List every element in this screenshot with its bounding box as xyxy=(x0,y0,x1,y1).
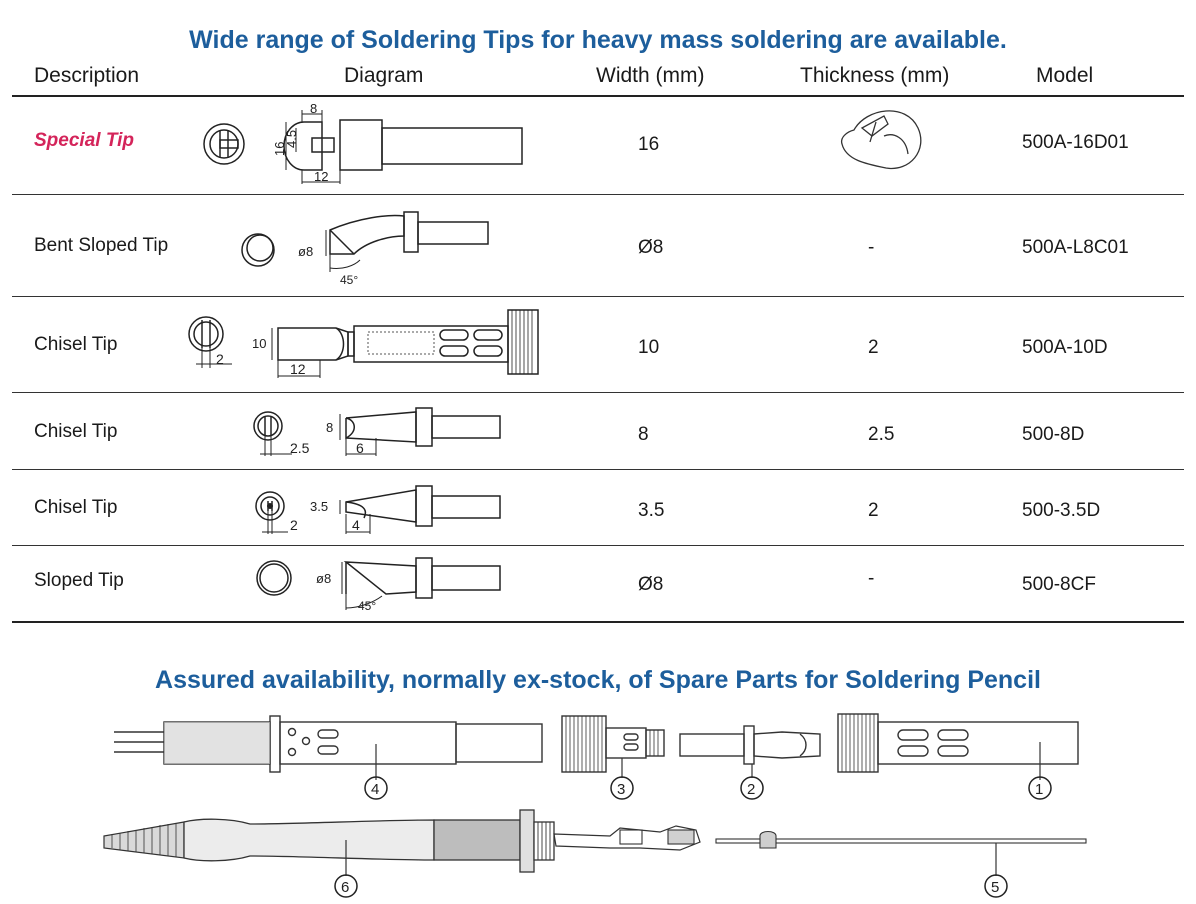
row-2-model: 500A-L8C01 xyxy=(1022,237,1129,258)
chisel-tip-35-diagram: 2 3.5 4 xyxy=(255,485,501,534)
part-2-tip: 2 xyxy=(679,725,821,800)
row-4-thickness: 2.5 xyxy=(868,424,895,445)
row-6-width: Ø8 xyxy=(638,574,664,595)
row-3-model: 500A-10D xyxy=(1022,337,1108,358)
special-dim-c: 4.5 xyxy=(284,130,299,148)
header-model: Model xyxy=(1036,64,1094,87)
row-1-model: 500A-16D01 xyxy=(1022,132,1129,153)
special-tip-sketch xyxy=(840,110,922,170)
chisel8-dim-b: 8 xyxy=(326,420,333,435)
special-dim-d: 12 xyxy=(314,169,328,184)
header-diagram: Diagram xyxy=(344,64,424,87)
bent-dim-b: 45° xyxy=(340,273,358,287)
spare-parts-section-title: Assured availability, normally ex-stock,… xyxy=(155,666,1041,694)
chisel10-dim-a: 2 xyxy=(216,351,224,367)
header-thickness: Thickness (mm) xyxy=(800,64,950,87)
tips-section-title: Wide range of Soldering Tips for heavy m… xyxy=(189,26,1007,54)
row-divider xyxy=(12,194,1184,195)
special-dim-b: 16 xyxy=(272,142,287,156)
row-3-thickness: 2 xyxy=(868,337,879,358)
sloped-dim-b: 45° xyxy=(358,599,376,613)
sloped-dim-a: ø8 xyxy=(316,571,331,586)
chisel35-dim-b: 3.5 xyxy=(310,499,328,514)
chisel-tip-10-diagram: 2 10 12 xyxy=(188,309,539,378)
row-divider xyxy=(12,296,1184,297)
row-2-width: Ø8 xyxy=(638,237,664,258)
row-5-model: 500-3.5D xyxy=(1022,500,1101,521)
part-1-label: 1 xyxy=(1035,781,1043,798)
row-3-description: Chisel Tip xyxy=(34,334,118,355)
row-6-thickness: - xyxy=(868,568,875,589)
sloped-tip-diagram: ø8 45° xyxy=(256,557,501,613)
spare-parts-diagram: 4 3 2 xyxy=(103,713,1087,898)
row-4-width: 8 xyxy=(638,424,649,445)
part-2-label: 2 xyxy=(747,781,755,798)
row-4-description: Chisel Tip xyxy=(34,421,118,442)
row-2-thickness: - xyxy=(868,237,875,258)
part-1-barrel: 1 xyxy=(837,713,1079,800)
chisel8-dim-a: 2.5 xyxy=(290,440,310,456)
part-3-label: 3 xyxy=(617,781,625,798)
chisel10-dim-c: 12 xyxy=(290,361,306,377)
chisel35-dim-c: 4 xyxy=(352,517,360,533)
part-3-sleeve: 3 xyxy=(561,715,665,800)
row-5-thickness: 2 xyxy=(868,500,879,521)
row-1-description: Special Tip xyxy=(34,130,134,151)
row-5-description: Chisel Tip xyxy=(34,497,118,518)
row-6-model: 500-8CF xyxy=(1022,574,1096,595)
special-dim-a: 8 xyxy=(310,101,317,116)
row-4-model: 500-8D xyxy=(1022,424,1085,445)
row-6-description: Sloped Tip xyxy=(34,570,124,591)
part-4-heater-element: 4 xyxy=(114,715,543,800)
chisel35-dim-a: 2 xyxy=(290,517,298,533)
row-1-width: 16 xyxy=(638,134,660,155)
row-divider xyxy=(12,469,1184,470)
bent-dim-a: ø8 xyxy=(298,244,313,259)
row-5-width: 3.5 xyxy=(638,500,665,521)
row-2-description: Bent Sloped Tip xyxy=(34,235,169,256)
table-bottom-rule xyxy=(12,621,1184,623)
part-6-handle: 6 xyxy=(103,809,701,898)
chisel-tip-8-diagram: 2.5 8 6 xyxy=(253,407,501,456)
header-description: Description xyxy=(34,64,140,87)
row-divider xyxy=(12,545,1184,546)
part-5-label: 5 xyxy=(991,879,999,896)
table-top-rule xyxy=(12,95,1184,97)
part-6-label: 6 xyxy=(341,879,349,896)
chisel10-dim-b: 10 xyxy=(252,336,266,351)
row-divider xyxy=(12,392,1184,393)
special-tip-diagram: 8 16 4.5 12 xyxy=(203,101,523,184)
chisel8-dim-c: 6 xyxy=(356,440,364,456)
header-width: Width (mm) xyxy=(596,64,705,87)
part-5-pin: 5 xyxy=(715,830,1087,898)
bent-sloped-tip-diagram: ø8 45° xyxy=(241,211,489,287)
row-3-width: 10 xyxy=(638,337,660,358)
part-4-label: 4 xyxy=(371,781,379,798)
